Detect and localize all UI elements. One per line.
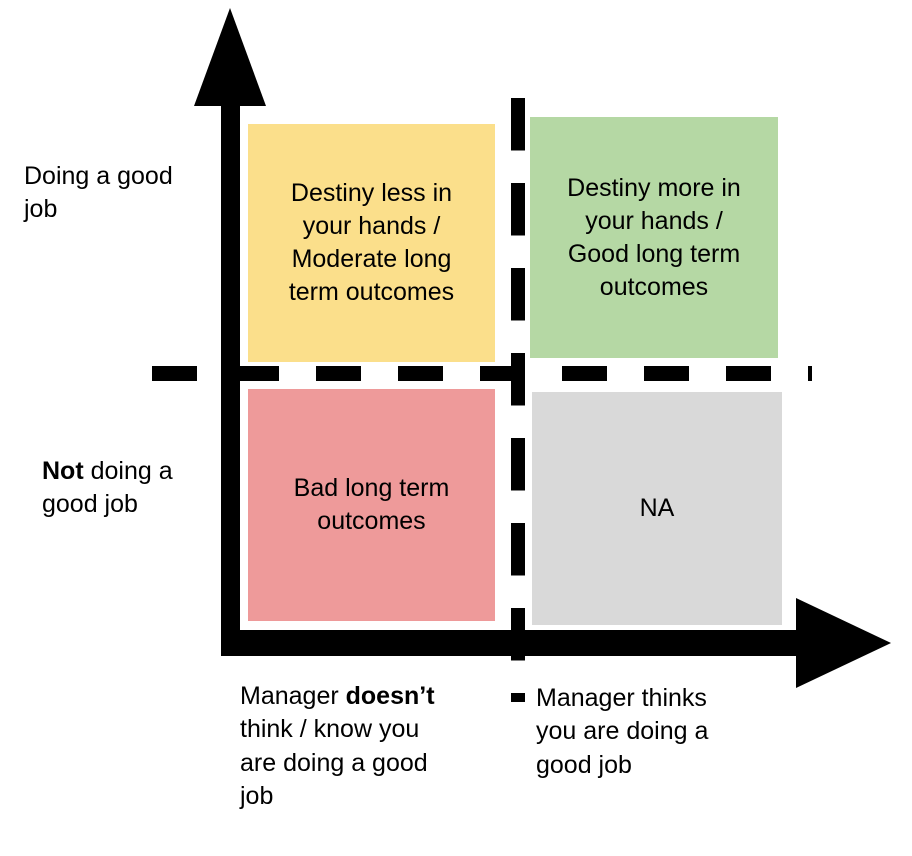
vertical-divider-dashed xyxy=(511,98,525,702)
x-axis-arrow-icon xyxy=(796,598,891,688)
y-axis-label-low: Not doing a good job xyxy=(42,455,232,522)
x-axis-label-left-bold: doesn’t xyxy=(345,682,435,710)
x-axis-label-right: Manager thinks you are doing a good job xyxy=(536,684,709,779)
quadrant-top-left[interactable]: Destiny less in your hands / Moderate lo… xyxy=(248,124,495,362)
x-axis-label-left-pre: Manager xyxy=(240,682,346,710)
x-axis-label-left: Manager doesn’t think / know you are doi… xyxy=(240,680,510,813)
x-axis-label-left-rest: think / know you are doing a good job xyxy=(240,715,428,810)
y-axis-arrow-icon xyxy=(194,8,266,106)
y-axis-label-low-rest: doing a good job xyxy=(42,457,173,519)
quadrant-top-right[interactable]: Destiny more in your hands / Good long t… xyxy=(530,117,778,358)
y-axis-label-low-bold: Not xyxy=(42,457,84,485)
quadrant-bottom-right[interactable]: NA xyxy=(532,392,782,625)
y-axis-label-high: Doing a good job xyxy=(24,162,173,224)
quadrant-bottom-left[interactable]: Bad long term outcomes xyxy=(248,389,495,621)
horizontal-divider-dashed xyxy=(152,366,812,381)
